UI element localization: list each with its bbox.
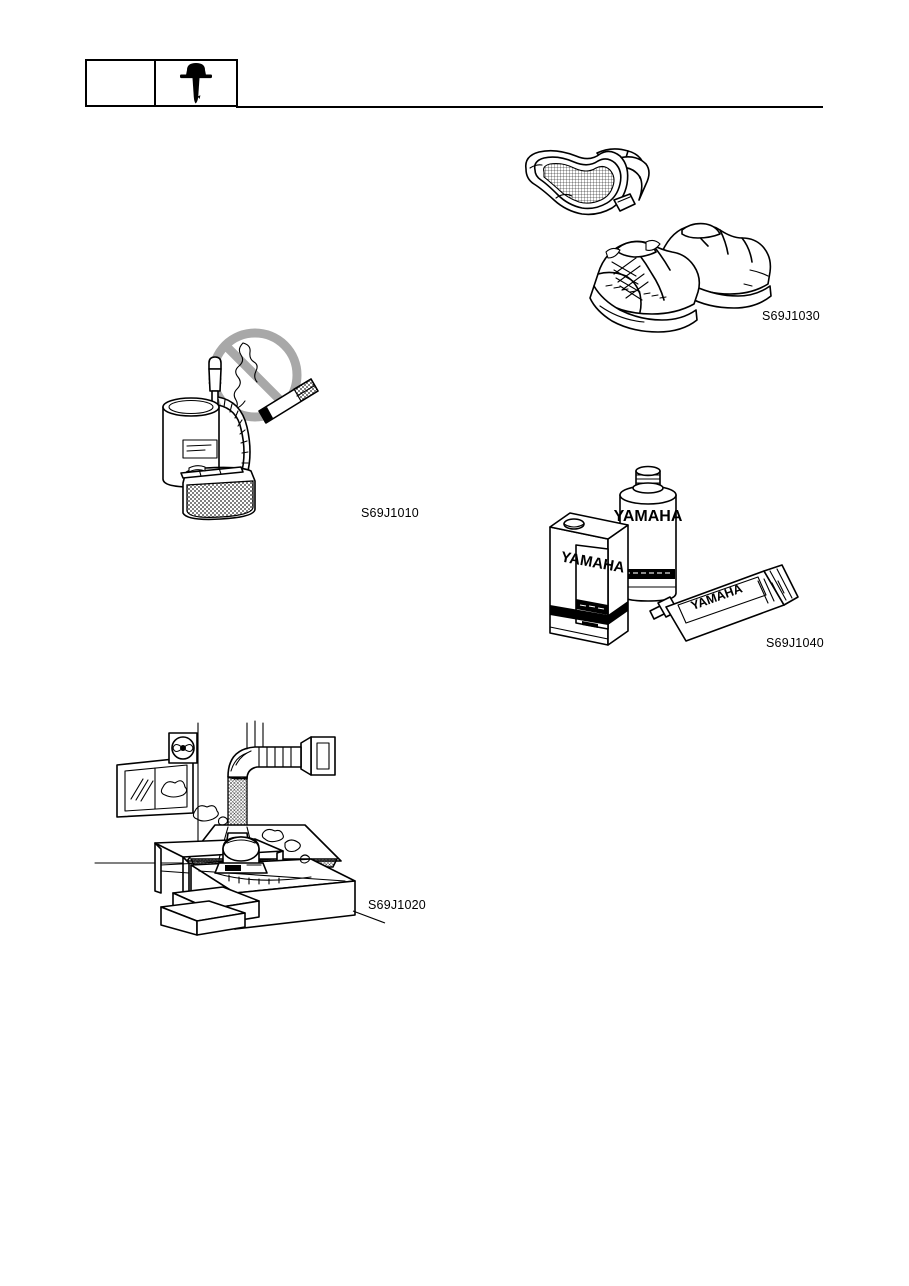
header-rule	[236, 105, 823, 108]
header-chapter-box	[85, 59, 156, 107]
figure-label-goggles-shoes: S69J1030	[762, 309, 820, 323]
exhaust-duct	[227, 720, 302, 838]
work-shoes-illustration	[589, 222, 772, 333]
page-header	[85, 59, 825, 111]
no-smoking-symbol	[208, 328, 319, 424]
engine-on-stand	[214, 836, 312, 885]
window	[116, 756, 194, 818]
figure-no-smoking	[155, 328, 430, 535]
wall-fan	[168, 732, 198, 764]
figure-label-lubricants: S69J1040	[766, 636, 824, 650]
goggles-illustration	[524, 148, 650, 216]
figure-ventilation	[94, 715, 440, 936]
cylindrical-oil-can: YAMAHA	[614, 465, 683, 602]
wall-exhaust-outlet	[300, 736, 336, 776]
rectangular-oil-can: YAMAHA	[549, 512, 629, 646]
figure-label-ventilation: S69J1020	[368, 898, 426, 912]
fume-clouds	[192, 805, 311, 864]
figure-goggles-shoes	[494, 134, 834, 334]
header-icon-box	[154, 59, 238, 107]
solvent-container-illustration	[162, 356, 256, 521]
outboard-motor-icon	[180, 63, 212, 104]
figure-lubricants: YAMAHA	[532, 455, 832, 660]
figure-label-no-smoking: S69J1010	[361, 506, 419, 520]
figure-leader-line	[352, 910, 386, 924]
brand-text-can: YAMAHA	[614, 508, 683, 525]
